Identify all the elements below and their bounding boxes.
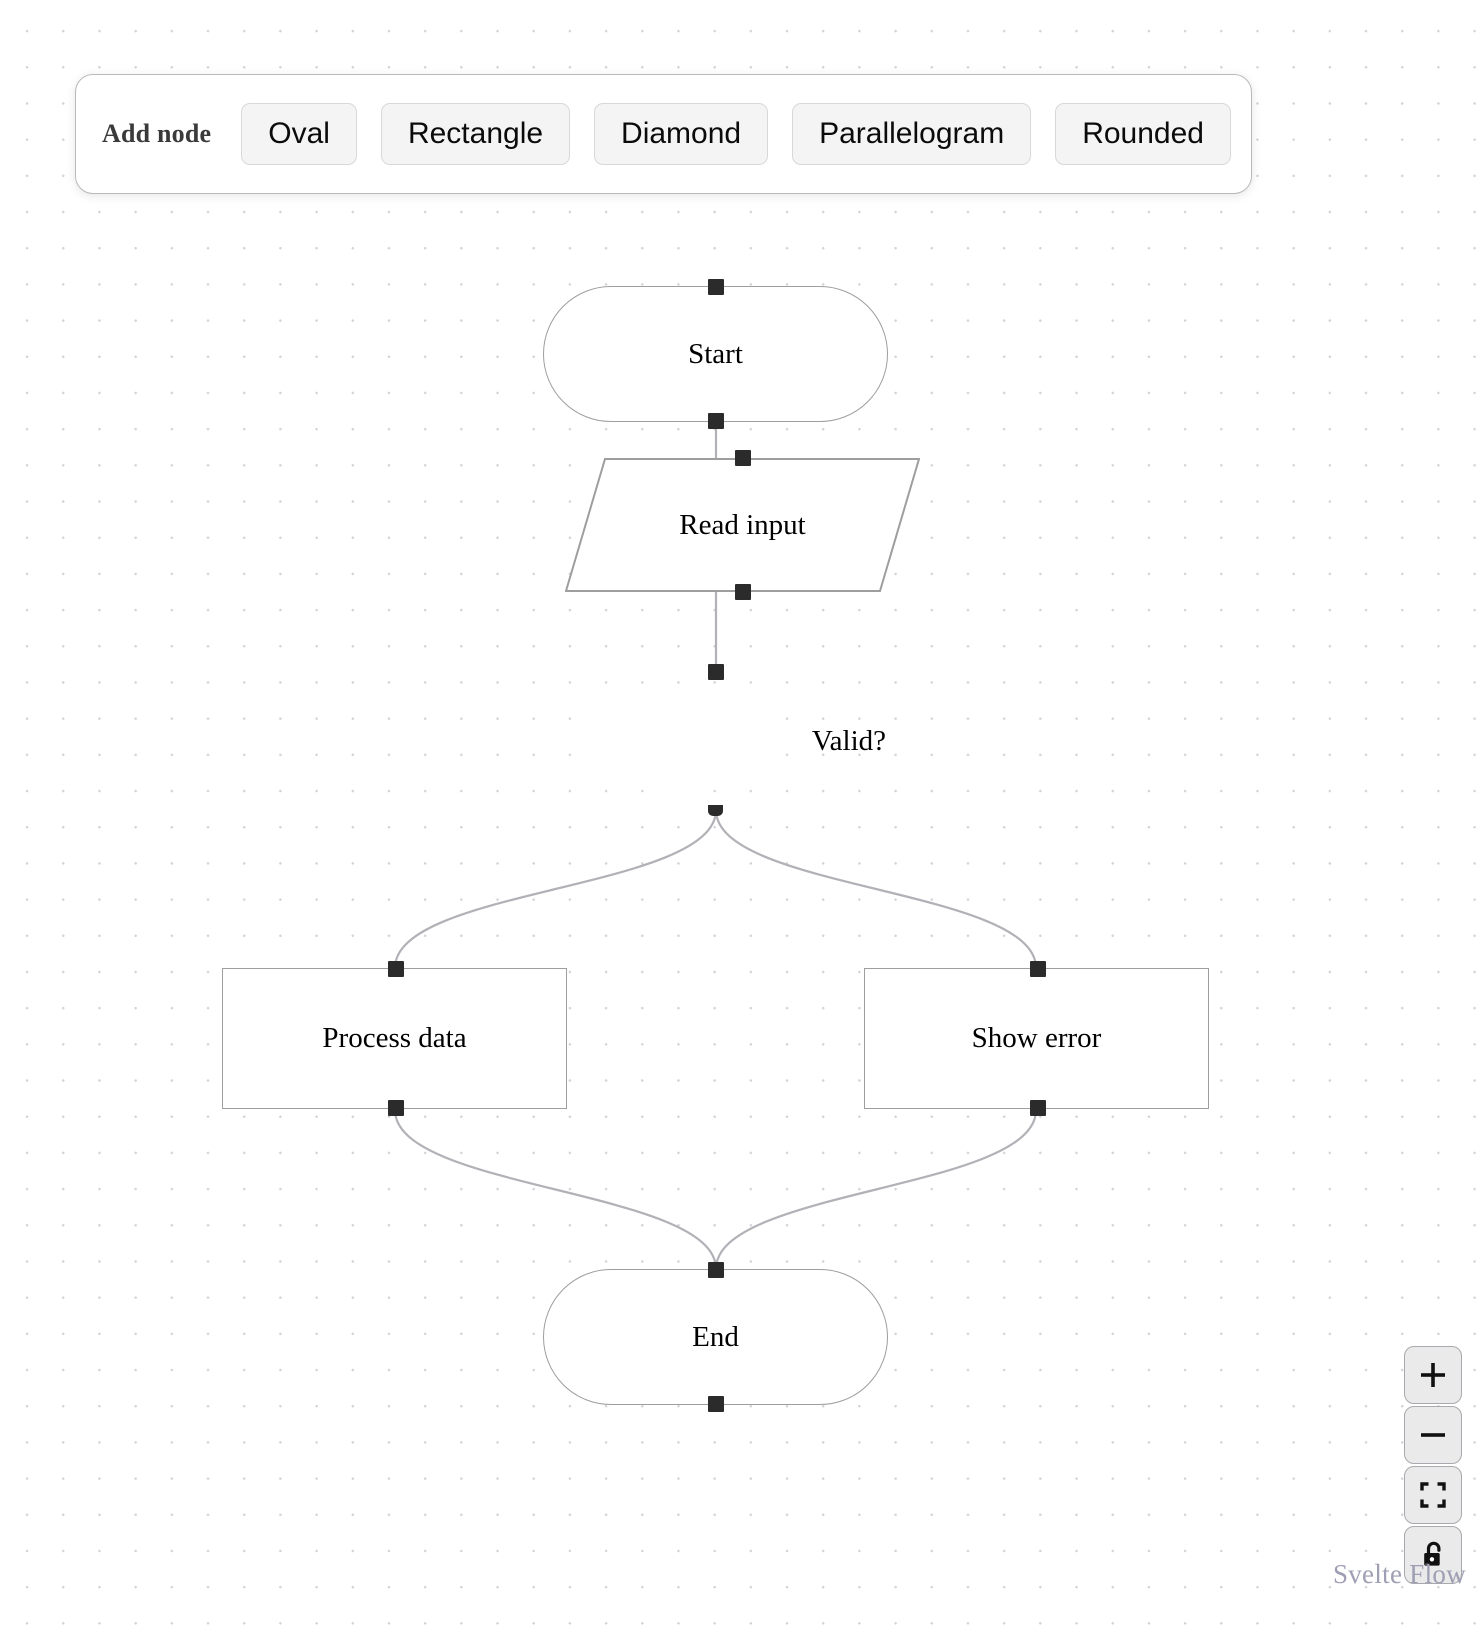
lock-toggle-button[interactable] bbox=[1404, 1526, 1462, 1584]
handle-target-read-input[interactable] bbox=[734, 450, 751, 466]
node-end[interactable]: End bbox=[543, 1262, 888, 1412]
add-oval-button[interactable]: Oval bbox=[241, 103, 357, 165]
zoom-out-button[interactable] bbox=[1404, 1406, 1462, 1464]
add-parallelogram-button[interactable]: Parallelogram bbox=[792, 103, 1032, 165]
attribution-label[interactable]: Svelte Flow bbox=[1332, 1559, 1466, 1589]
node-start-label: Start bbox=[688, 337, 743, 370]
viewport-controls: Svelte Flow bbox=[1333, 1346, 1466, 1589]
node-valid[interactable]: Valid? bbox=[546, 664, 886, 816]
node-start[interactable]: Start bbox=[543, 279, 888, 429]
handle-source-process-data[interactable] bbox=[388, 1100, 404, 1116]
add-diamond-button[interactable]: Diamond bbox=[594, 103, 769, 165]
node-show-error-label: Show error bbox=[971, 1022, 1102, 1054]
handle-source-valid[interactable] bbox=[708, 805, 723, 816]
fit-view-button[interactable] bbox=[1404, 1466, 1462, 1524]
parallelogram-shape bbox=[565, 458, 920, 592]
node-process-data[interactable]: Process data bbox=[222, 961, 567, 1116]
handle-source-show-error[interactable] bbox=[1030, 1100, 1046, 1116]
plus-icon bbox=[1421, 1363, 1445, 1387]
handle-source-start[interactable] bbox=[707, 413, 724, 429]
handle-source-end[interactable] bbox=[707, 1396, 724, 1412]
node-end-label: End bbox=[692, 1320, 739, 1353]
fit-view-icon bbox=[1420, 1482, 1446, 1508]
handle-target-show-error[interactable] bbox=[1030, 961, 1046, 977]
diamond-shape bbox=[546, 687, 812, 795]
node-show-error[interactable]: Show error bbox=[864, 961, 1209, 1116]
unlock-icon bbox=[1424, 1541, 1441, 1566]
node-valid-label: Valid? bbox=[811, 724, 886, 757]
add-node-panel: Add node Oval Rectangle Diamond Parallel… bbox=[75, 74, 1252, 194]
handle-target-process-data[interactable] bbox=[388, 961, 404, 977]
add-rectangle-button[interactable]: Rectangle bbox=[380, 103, 571, 165]
handle-source-read-input[interactable] bbox=[734, 584, 751, 600]
node-process-data-label: Process data bbox=[322, 1022, 467, 1054]
handle-target-end[interactable] bbox=[707, 1262, 724, 1278]
minus-icon bbox=[1421, 1433, 1445, 1437]
zoom-in-button[interactable] bbox=[1404, 1346, 1462, 1404]
node-read-input[interactable]: Read input bbox=[565, 450, 920, 600]
add-rounded-button[interactable]: Rounded bbox=[1055, 103, 1231, 165]
handle-target-start[interactable] bbox=[707, 279, 724, 295]
add-node-label: Add node bbox=[102, 119, 212, 148]
handle-target-valid[interactable] bbox=[708, 664, 724, 680]
